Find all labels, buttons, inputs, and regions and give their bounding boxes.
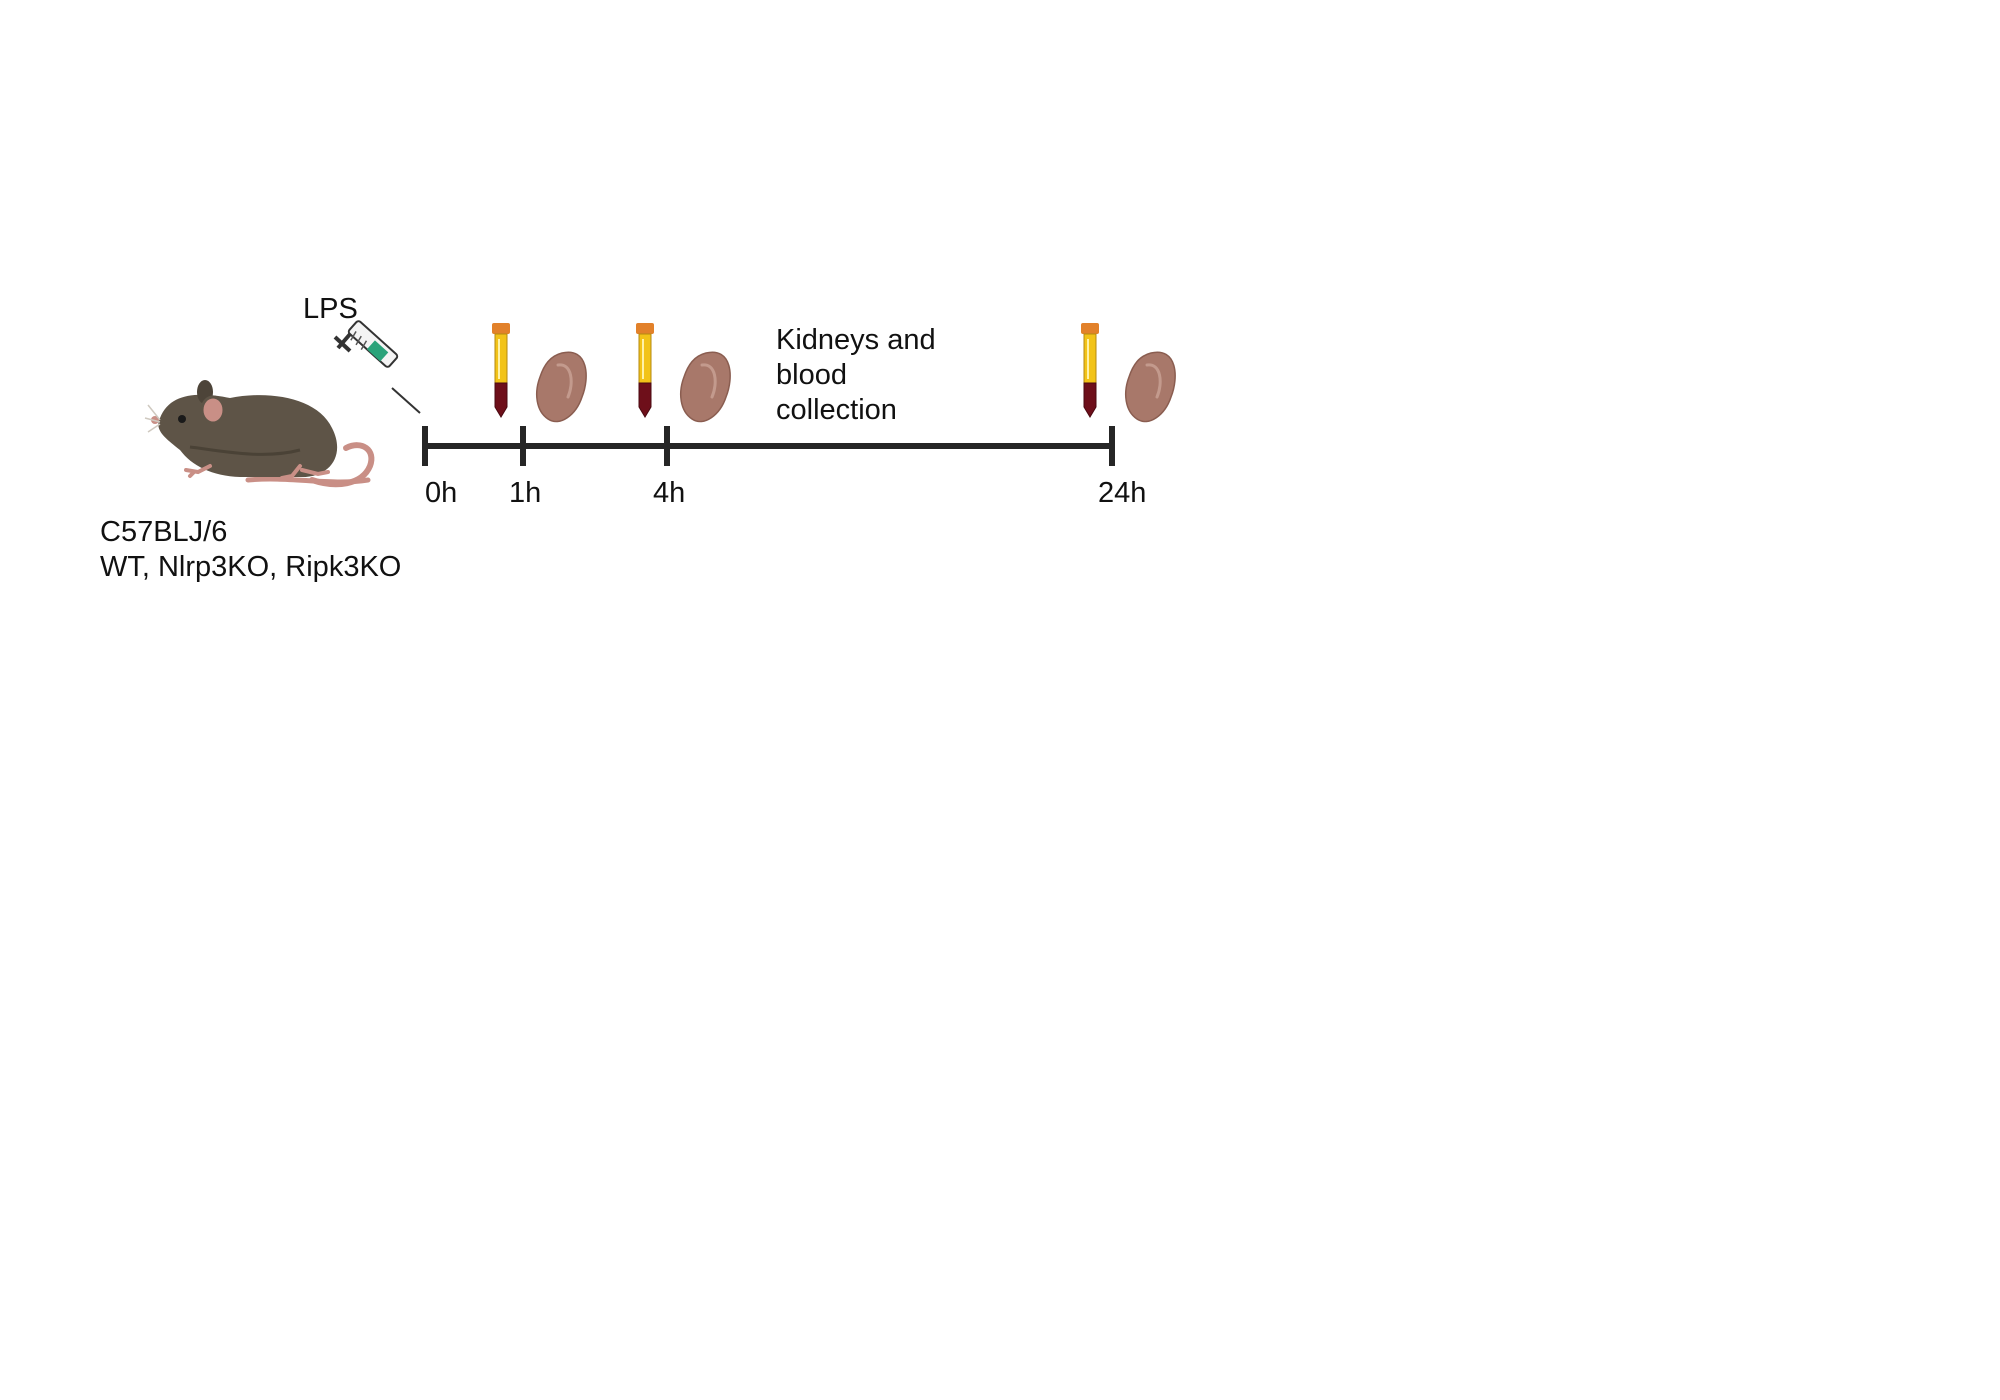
strain-label: C57BLJ/6 — [100, 516, 227, 548]
collection-label-line-2: blood — [776, 359, 847, 391]
kidney-icon — [679, 350, 732, 424]
timeline-label-4h: 4h — [653, 477, 685, 509]
timeline-label-24h: 24h — [1098, 477, 1146, 509]
kidney-icon — [535, 350, 588, 424]
syringe-icon — [333, 320, 421, 414]
collection-label-line-3: collection — [776, 394, 897, 426]
injection-label: LPS — [303, 293, 358, 325]
genotype-label: WT, Nlrp3KO, Ripk3KO — [100, 551, 401, 583]
collection-label-line-1: Kidneys and — [776, 324, 936, 356]
blood-tube-icon — [635, 322, 655, 418]
timeline-label-0h: 0h — [425, 477, 457, 509]
kidney-icon — [1124, 350, 1177, 424]
blood-tube-icon — [491, 322, 511, 418]
timeline-label-1h: 1h — [509, 477, 541, 509]
blood-tube-icon — [1080, 322, 1100, 418]
mouse-icon — [144, 380, 375, 488]
